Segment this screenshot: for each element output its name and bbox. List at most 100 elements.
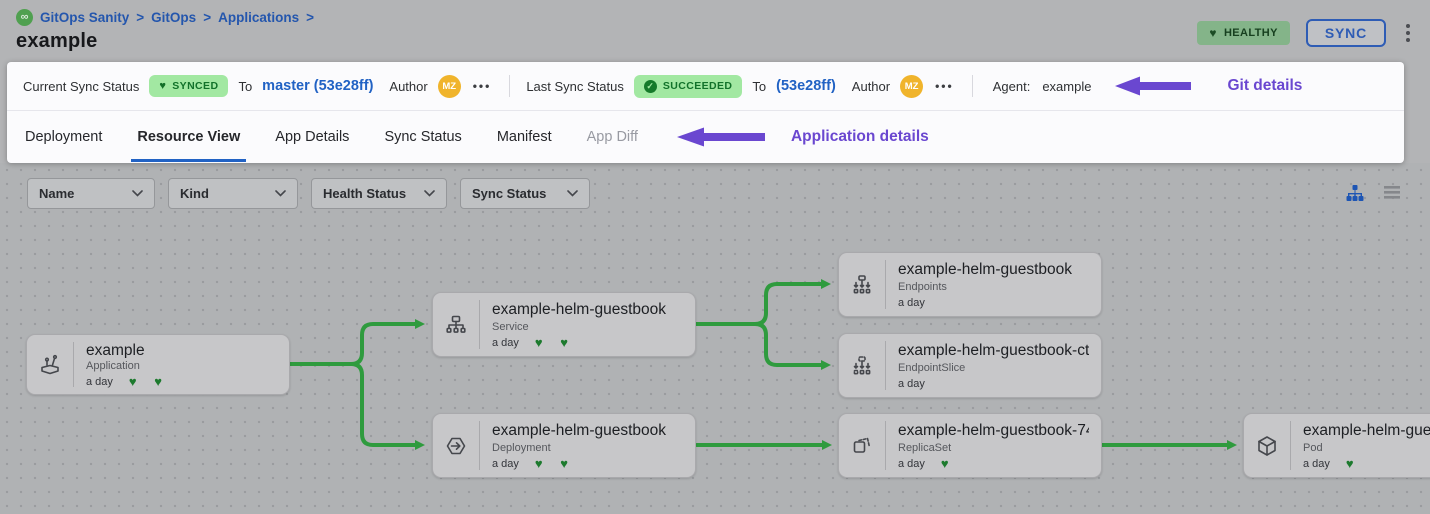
health-hearts: ♥ ♥ <box>535 459 568 469</box>
health-badge-label: HEALTHY <box>1224 27 1278 39</box>
node-endpointslice-example-helm-guestbook[interactable]: example-helm-guestbook-ct... EndpointSli… <box>838 333 1102 398</box>
name-filter-dropdown[interactable]: Name <box>27 178 155 209</box>
replicaset-icon <box>839 414 885 477</box>
commit-more-button[interactable]: ••• <box>933 79 956 93</box>
last-sync-label: Last Sync Status <box>526 79 624 94</box>
node-application-example[interactable]: example Application a day ♥ ♥ <box>26 334 290 395</box>
breadcrumb-applications[interactable]: Applications <box>218 10 299 25</box>
breadcrumb-gitops[interactable]: GitOps <box>151 10 196 25</box>
sync-status-filter-dropdown[interactable]: Sync Status <box>460 178 590 209</box>
sync-button[interactable]: SYNC <box>1306 19 1386 47</box>
node-replicaset-example-helm-guestbook[interactable]: example-helm-guestbook-74... ReplicaSet … <box>838 413 1102 478</box>
view-toggles <box>1345 183 1402 203</box>
resource-age: a day <box>1303 458 1330 470</box>
resource-age: a day <box>86 376 113 388</box>
app-details-panel: Current Sync Status ♥ SYNCED To master (… <box>7 62 1404 163</box>
resource-age: a day <box>492 337 519 349</box>
resource-title: example-helm-guestbook-74... <box>898 422 1089 441</box>
divider <box>509 75 510 97</box>
breadcrumb-separator: > <box>306 10 314 25</box>
filter-label: Sync Status <box>472 186 546 201</box>
app-tabs: Deployment Resource View App Details Syn… <box>7 111 1404 162</box>
chevron-down-icon <box>275 190 286 197</box>
breadcrumb-separator: > <box>203 10 211 25</box>
health-status-filter-dropdown[interactable]: Health Status <box>311 178 447 209</box>
last-revision-link[interactable]: (53e28ff) <box>776 78 836 94</box>
annotation-arrow-left-icon <box>677 126 765 148</box>
agent-value: example <box>1042 79 1091 94</box>
application-details-annotation: Application details <box>791 128 929 146</box>
agent-label: Agent: <box>993 79 1031 94</box>
resource-title: example-helm-guestbook <box>492 301 666 320</box>
heart-icon: ♥ <box>159 81 166 92</box>
page-header: ∞ GitOps Sanity > GitOps > Applications … <box>0 0 1430 62</box>
tab-app-details[interactable]: App Details <box>275 111 349 162</box>
resource-age: a day <box>898 458 925 470</box>
tab-app-diff[interactable]: App Diff <box>587 111 638 162</box>
endpoints-icon <box>839 253 885 316</box>
filter-label: Name <box>39 186 74 201</box>
resource-kind: EndpointSlice <box>898 362 1089 374</box>
deployment-icon <box>433 414 479 477</box>
tab-manifest[interactable]: Manifest <box>497 111 552 162</box>
resource-title: example <box>86 342 162 358</box>
heart-icon: ♥ <box>1209 27 1217 39</box>
git-details-annotation: Git details <box>1227 77 1302 95</box>
resource-age: a day <box>898 297 925 309</box>
kebab-menu-icon[interactable] <box>1402 22 1414 44</box>
author-avatar: MZ <box>900 75 923 98</box>
resource-kind: Endpoints <box>898 281 1072 293</box>
commit-more-button[interactable]: ••• <box>471 79 494 93</box>
breadcrumb-gitops-sanity[interactable]: GitOps Sanity <box>40 10 129 25</box>
current-revision-link[interactable]: master (53e28ff) <box>262 78 373 94</box>
check-circle-icon: ✓ <box>644 80 657 93</box>
author-label: Author <box>852 79 890 94</box>
git-details-bar: Current Sync Status ♥ SYNCED To master (… <box>7 62 1404 111</box>
health-status-badge: ♥ HEALTHY <box>1197 21 1289 45</box>
to-label: To <box>752 79 766 94</box>
resource-title: example-helm-guestbook <box>898 261 1072 280</box>
succeeded-badge-label: SUCCEEDED <box>663 80 733 92</box>
pod-icon <box>1244 414 1290 477</box>
synced-badge: ♥ SYNCED <box>149 75 228 97</box>
resource-kind: ReplicaSet <box>898 442 1089 454</box>
node-deployment-example-helm-guestbook[interactable]: example-helm-guestbook Deployment a day … <box>432 413 696 478</box>
health-hearts: ♥ ♥ <box>129 377 162 387</box>
filter-bar: Name Kind Health Status Sync Status <box>27 178 590 209</box>
list-view-icon[interactable] <box>1382 183 1402 203</box>
application-icon <box>27 335 73 394</box>
health-hearts: ♥ <box>1346 459 1354 469</box>
synced-badge-label: SYNCED <box>172 80 218 92</box>
resource-age: a day <box>492 458 519 470</box>
kind-filter-dropdown[interactable]: Kind <box>168 178 298 209</box>
endpointslice-icon <box>839 334 885 397</box>
tree-view-icon[interactable] <box>1345 183 1365 203</box>
tab-sync-status[interactable]: Sync Status <box>384 111 461 162</box>
author-avatar: MZ <box>438 75 461 98</box>
gitops-logo-icon: ∞ <box>16 9 33 26</box>
annotation-arrow-left-icon <box>1115 75 1191 97</box>
resource-title: example-helm-guestbook-ct... <box>898 342 1089 361</box>
chevron-down-icon <box>424 190 435 197</box>
tab-resource-view[interactable]: Resource View <box>137 111 240 162</box>
divider <box>972 75 973 97</box>
node-endpoints-example-helm-guestbook[interactable]: example-helm-guestbook Endpoints a day <box>838 252 1102 317</box>
filter-label: Kind <box>180 186 209 201</box>
succeeded-badge: ✓ SUCCEEDED <box>634 75 743 98</box>
resource-kind: Deployment <box>492 442 666 454</box>
chevron-down-icon <box>132 190 143 197</box>
chevron-down-icon <box>567 190 578 197</box>
node-pod-example-helm-guestbook[interactable]: example-helm-guest Pod a day ♥ <box>1243 413 1430 478</box>
to-label: To <box>238 79 252 94</box>
node-service-example-helm-guestbook[interactable]: example-helm-guestbook Service a day ♥ ♥ <box>432 292 696 357</box>
health-hearts: ♥ <box>941 459 949 469</box>
resource-title: example-helm-guest <box>1303 422 1430 441</box>
tab-deployment[interactable]: Deployment <box>25 111 102 162</box>
service-icon <box>433 293 479 356</box>
resource-age: a day <box>898 378 925 390</box>
resource-title: example-helm-guestbook <box>492 422 666 441</box>
breadcrumb-separator: > <box>136 10 144 25</box>
resource-kind: Application <box>86 360 162 372</box>
resource-kind: Pod <box>1303 442 1430 454</box>
resource-kind: Service <box>492 321 666 333</box>
